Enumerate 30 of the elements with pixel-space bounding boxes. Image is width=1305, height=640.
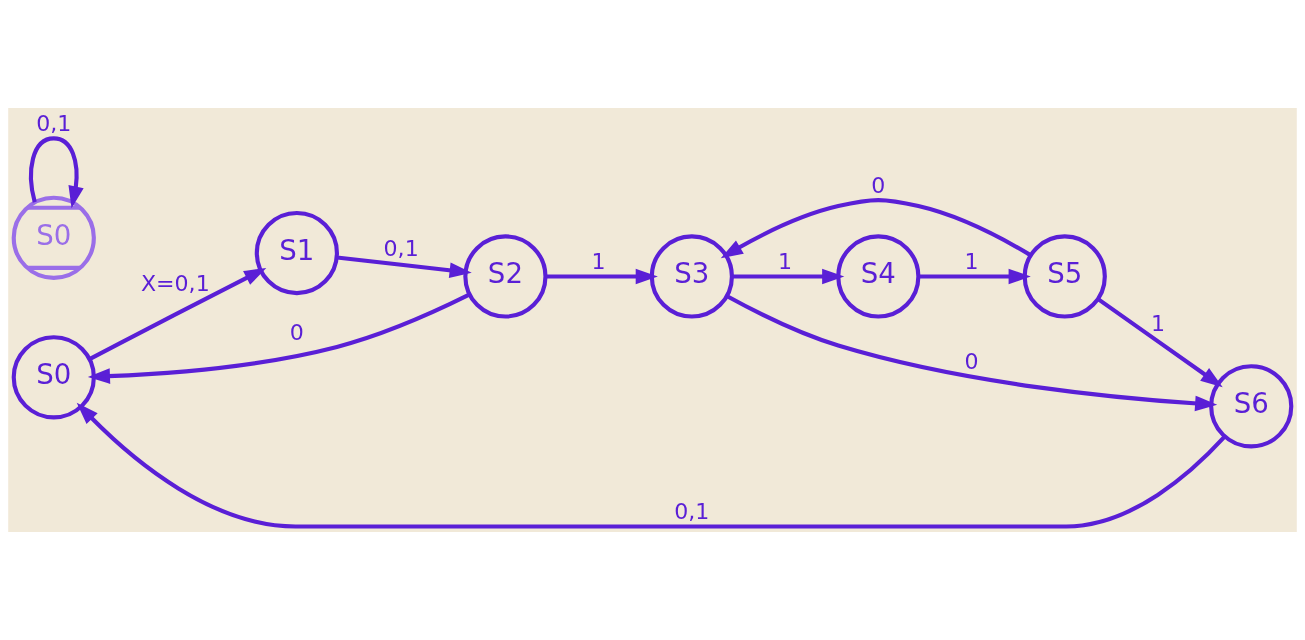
edge-label: 0 [871,172,886,199]
edge-label: 1 [591,248,606,275]
arrow [29,136,84,209]
arrow [732,268,845,285]
node-circle: S0 [11,335,96,420]
arrow [918,268,1031,285]
arrow [1096,297,1223,388]
arrow [76,402,1227,529]
node-circle: S1 [254,210,339,296]
arrow [720,198,1032,259]
edge-label: 0,1 [36,110,72,137]
arrow [88,267,267,361]
edge-label: 1 [1150,310,1166,337]
node-circle: S0 [11,195,96,280]
edge-label: X=0,1 [140,270,210,297]
node-circle: S3 [649,234,734,319]
edge-label: 0,1 [383,234,419,261]
node-circle: S4 [836,234,921,319]
node-circle: S5 [1022,234,1107,319]
edge-label: 0,1 [674,498,710,525]
node-circle: S6 [1209,364,1294,449]
edge-label: 0 [289,318,304,345]
node-circle: S2 [463,234,548,319]
arrow [87,292,471,384]
arrow [545,268,658,285]
arrow [336,255,472,278]
edge-label: 0 [964,347,979,374]
edge-label: 1 [778,248,793,275]
edge-label: 1 [964,248,979,275]
arrow [726,294,1218,412]
